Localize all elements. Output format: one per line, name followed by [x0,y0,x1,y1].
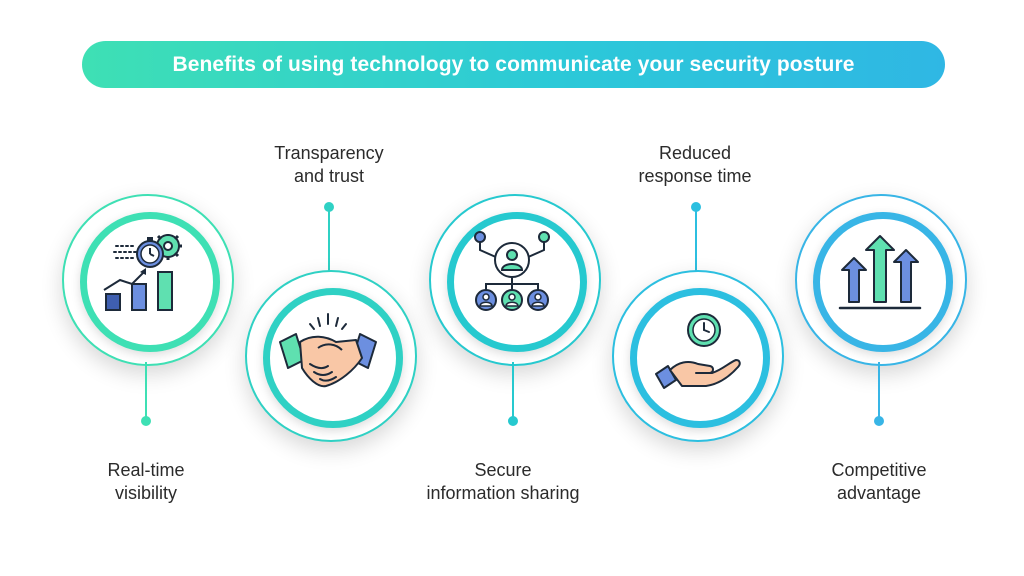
chart-gauge-gear-icon [103,234,182,311]
connector-dot [874,416,884,426]
connector-line [878,362,880,419]
hand-clock-icon [655,313,741,389]
page-title: Benefits of using technology to communic… [172,52,855,76]
handshake-icon [279,313,377,388]
inner-ring [630,288,770,428]
inner-ring [80,212,220,352]
title-banner: Benefits of using technology to communic… [82,41,945,88]
benefit-label: Competitive advantage [831,460,927,503]
connector-line [512,362,514,419]
connector-dot [324,202,334,212]
connector-dot [691,202,701,212]
benefit-label: Transparency and trust [274,143,384,186]
connector-dot [141,416,151,426]
benefit-label: Real-time visibility [107,460,185,503]
connector-line [695,210,697,272]
inner-ring [447,212,587,352]
benefit-label: Secure information sharing [426,460,580,503]
network-people-icon [474,231,550,311]
growth-arrows-icon [838,235,922,310]
connector-line [145,362,147,419]
benefit-label: Reduced response time [638,143,752,186]
inner-ring [813,212,953,352]
connector-dot [508,416,518,426]
connector-line [328,210,330,272]
